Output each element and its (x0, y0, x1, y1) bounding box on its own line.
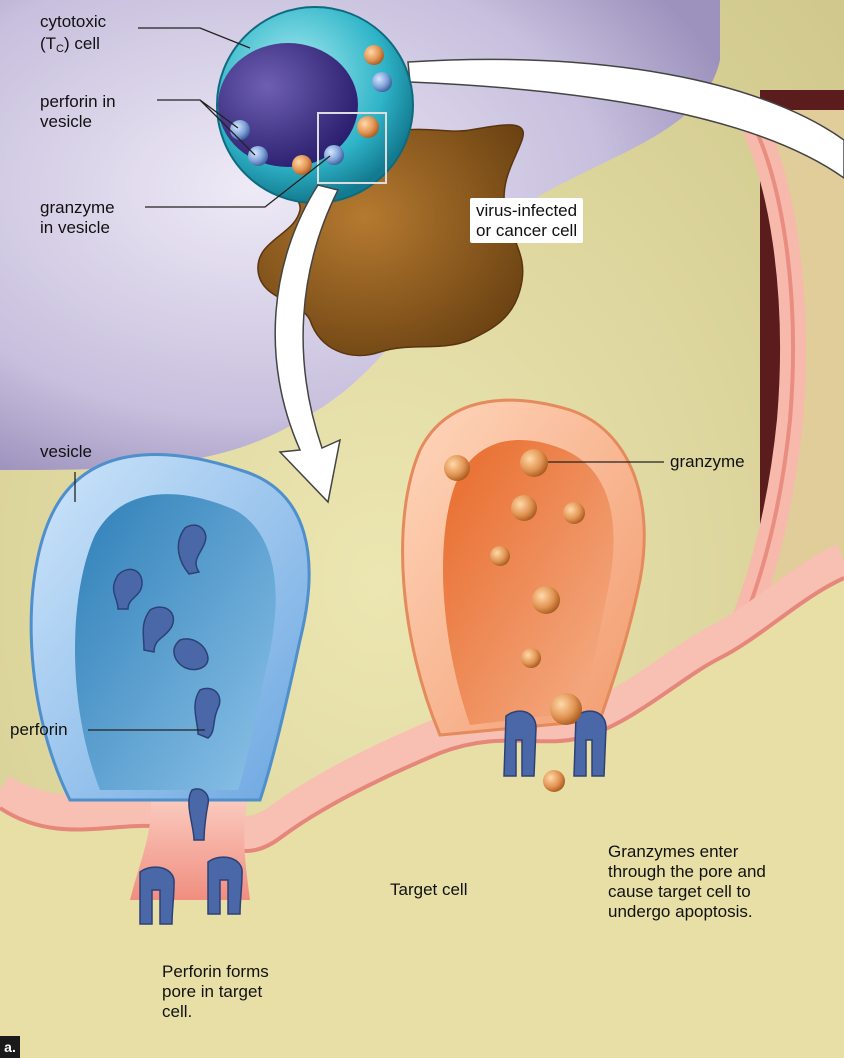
granzyme-vesicle (364, 45, 384, 65)
label-granzymes-enter: Granzymes enter through the pore and cau… (608, 842, 766, 922)
label-vesicle: vesicle (40, 442, 92, 462)
granzyme-vesicle (357, 116, 379, 138)
label-granzyme: granzyme (670, 452, 745, 472)
perforin-vesicle (372, 72, 392, 92)
perforin-vesicle (248, 146, 268, 166)
label-tc-cell: (TC) cell (40, 34, 100, 59)
label-virus-infected: virus-infected or cancer cell (470, 198, 583, 243)
label-perforin-in-vesicle: perforin in vesicle (40, 92, 116, 132)
label-target-cell: Target cell (390, 880, 467, 900)
perforin-vesicle (324, 145, 344, 165)
label-perforin: perforin (10, 720, 68, 740)
panel-label: a. (0, 1036, 20, 1058)
label-cytotoxic: cytotoxic (40, 12, 106, 32)
label-granzyme-in-vesicle: granzyme in vesicle (40, 198, 115, 238)
perforin-vesicle (230, 120, 250, 140)
label-perforin-forms: Perforin forms pore in target cell. (162, 962, 269, 1022)
